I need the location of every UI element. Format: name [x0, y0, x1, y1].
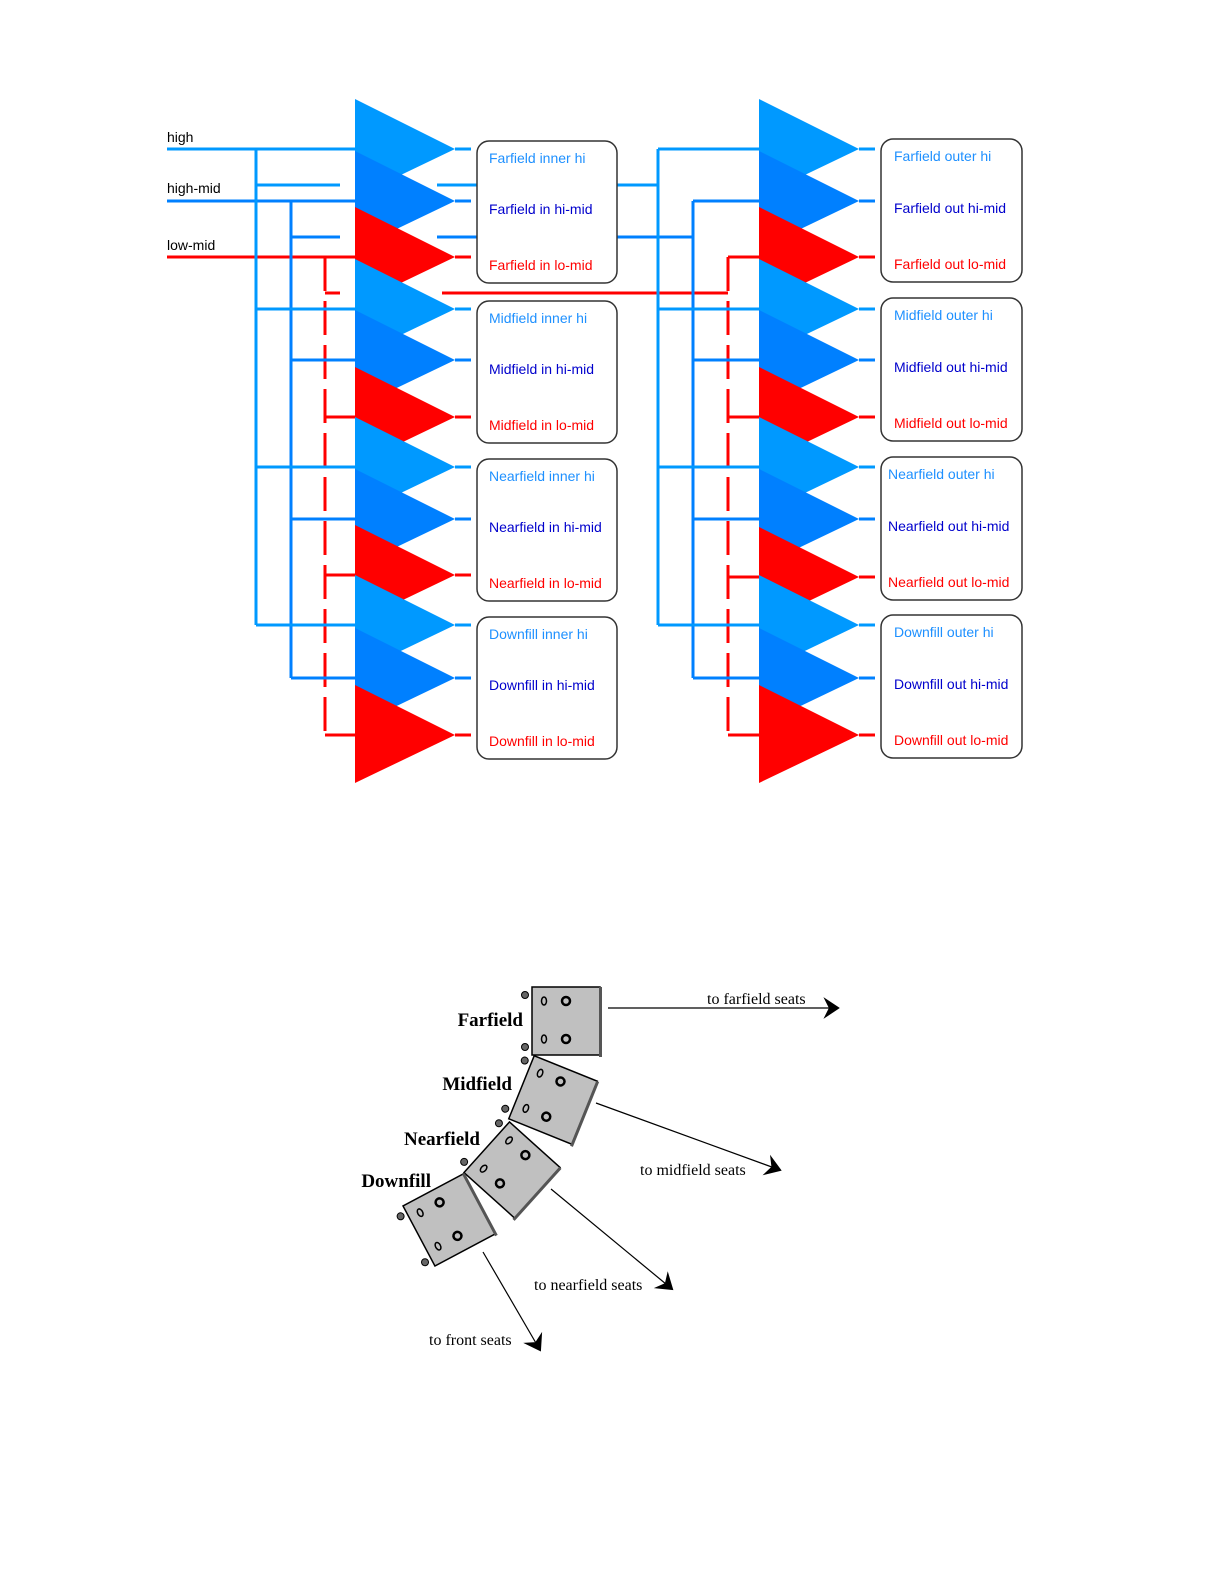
rigging-pin-icon	[460, 1157, 469, 1166]
input-labels: high high-mid low-mid	[167, 129, 221, 253]
outer-group-box	[880, 614, 1023, 759]
driver-icon	[560, 1033, 572, 1045]
rigging-pin-icon	[521, 991, 529, 999]
coverage-arrow-line	[482, 1251, 541, 1351]
outer-group-box	[880, 297, 1023, 442]
driver-icon	[555, 1076, 566, 1087]
signal-wires	[167, 147, 875, 737]
rigging-pin-icon	[421, 1258, 430, 1267]
port-icon	[540, 1034, 548, 1044]
driver-icon	[434, 1197, 445, 1208]
outer-channel-label: Nearfield out hi-mid	[888, 518, 1009, 534]
coverage-target-label: to farfield seats	[707, 991, 806, 1008]
inner-channel-label: Farfield inner hi	[489, 150, 586, 166]
inner-channel-label: Downfill in lo-mid	[489, 733, 595, 749]
speaker-cabinet	[396, 1173, 498, 1267]
input-label-low-mid: low-mid	[167, 237, 215, 253]
cabinet-label: Farfield	[458, 1010, 524, 1031]
inner-channel-label: Downfill in hi-mid	[489, 677, 595, 693]
driver-icon	[560, 995, 572, 1007]
cabinet-edge	[570, 1080, 600, 1147]
cabinet-body	[507, 1054, 599, 1146]
amplifier-triangle	[759, 685, 859, 783]
driver-icon	[452, 1230, 463, 1242]
driver-icon	[541, 1111, 552, 1122]
outer-channel-label: Downfill out hi-mid	[894, 676, 1008, 692]
port-icon	[479, 1164, 488, 1173]
outer-channel-label: Downfill out lo-mid	[894, 732, 1008, 748]
arrowhead-icon	[523, 1331, 543, 1352]
speaker-cabinet	[501, 1054, 600, 1147]
rigging-pin-icon	[521, 1043, 529, 1051]
coverage-target-label: to nearfield seats	[534, 1277, 642, 1294]
port-icon	[434, 1241, 442, 1251]
inner-channel-label: Farfield in lo-mid	[489, 257, 592, 273]
cabinet-edge	[462, 1173, 498, 1237]
outer-group-box	[880, 138, 1023, 283]
port-icon	[536, 1068, 544, 1078]
coverage-target-label: to midfield seats	[640, 1162, 746, 1179]
cabinet-label: Nearfield	[404, 1129, 480, 1150]
input-label-high: high	[167, 129, 193, 145]
inner-channel-label: Nearfield in lo-mid	[489, 575, 602, 591]
inner-channel-label: Downfill inner hi	[489, 626, 588, 642]
cabinet-label: Downfill	[361, 1171, 431, 1192]
inner-channel-label: Nearfield inner hi	[489, 468, 595, 484]
input-label-high-mid: high-mid	[167, 180, 221, 196]
outer-channel-label: Midfield out lo-mid	[894, 415, 1008, 431]
outer-channel-label: Midfield out hi-mid	[894, 359, 1008, 375]
outer-channel-label: Farfield outer hi	[894, 148, 991, 164]
speaker-cabinet	[521, 986, 602, 1057]
inner-group-box	[476, 300, 618, 444]
port-icon	[522, 1103, 530, 1114]
cabinet-edge	[512, 1166, 562, 1221]
coverage-arrow-line	[550, 1188, 673, 1290]
inner-channel-label: Midfield in hi-mid	[489, 361, 594, 377]
inner-group-box	[476, 458, 618, 602]
driver-icon	[520, 1149, 531, 1161]
inner-channel-label: Midfield inner hi	[489, 310, 587, 326]
arrowhead-icon	[762, 1154, 782, 1176]
coverage-arrow-line	[595, 1102, 781, 1171]
coverage-target-label: to front seats	[429, 1332, 512, 1349]
outer-channel-label: Farfield out hi-mid	[894, 200, 1006, 216]
outer-group-box	[880, 456, 1023, 601]
inner-group-box	[476, 140, 618, 284]
port-icon	[505, 1136, 514, 1145]
inner-channel-label: Nearfield in hi-mid	[489, 519, 602, 535]
outer-channel-label: Nearfield outer hi	[888, 466, 995, 482]
outer-channel-label: Downfill outer hi	[894, 624, 994, 640]
outer-channel-label: Nearfield out lo-mid	[888, 574, 1009, 590]
driver-icon	[494, 1178, 506, 1189]
outer-channel-label: Farfield out lo-mid	[894, 256, 1006, 272]
inner-channel-label: Farfield in hi-mid	[489, 201, 592, 217]
cabinet-label: Midfield	[442, 1074, 512, 1095]
inner-group-box	[476, 616, 618, 760]
inner-channel-label: Midfield in lo-mid	[489, 417, 594, 433]
cabinet-edge	[599, 987, 602, 1057]
arrowhead-icon	[823, 997, 840, 1019]
rigging-pin-icon	[501, 1104, 510, 1113]
outer-channel-label: Midfield outer hi	[894, 307, 993, 323]
arrowhead-icon	[653, 1271, 674, 1291]
port-icon	[416, 1208, 424, 1218]
rigging-pin-icon	[520, 1056, 529, 1065]
speaker-cabinet	[460, 1119, 562, 1221]
rigging-pin-icon	[494, 1119, 503, 1128]
rigging-pin-icon	[396, 1212, 405, 1221]
port-icon	[540, 996, 548, 1006]
amplifier-triangles	[355, 99, 859, 783]
amplifier-triangle	[355, 685, 455, 783]
